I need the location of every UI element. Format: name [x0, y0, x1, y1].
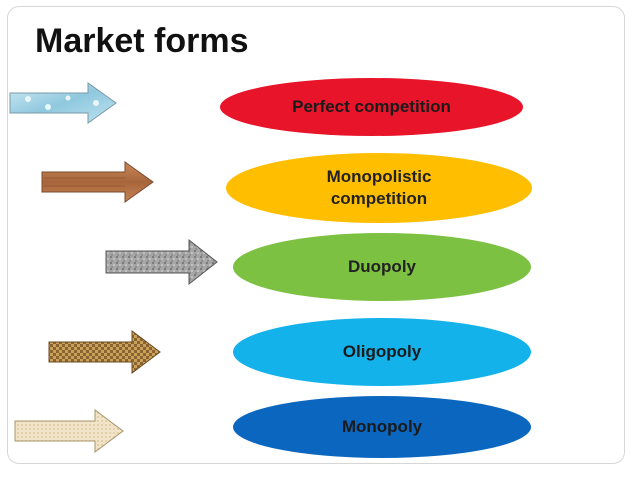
arrow-canvas [14, 409, 124, 453]
perfect-competition-label: Perfect competition [292, 97, 451, 116]
arrow-water-droplets [9, 82, 117, 124]
ellipse-oligopoly: Oligopoly [233, 318, 531, 386]
monopoly-label: Monopoly [341, 417, 423, 436]
slide-title: Market forms [35, 22, 249, 60]
ellipse-monopolistic-competition: Monopolistic competition [226, 153, 532, 223]
arrow-wood [41, 161, 154, 203]
ellipse-perfect-competition: Perfect competition [220, 78, 523, 136]
duopoly-label: Duopoly [348, 257, 416, 276]
slide-frame [7, 6, 625, 464]
ellipse-monopoly: Monopoly [233, 396, 531, 458]
arrow-granite [105, 238, 218, 286]
ellipse-duopoly: Duopoly [233, 233, 531, 301]
oligopoly-label: Oligopoly [342, 342, 422, 361]
monopolistic-competition-label: Monopolistic competition [326, 167, 432, 208]
arrow-woven-mat [48, 330, 161, 374]
